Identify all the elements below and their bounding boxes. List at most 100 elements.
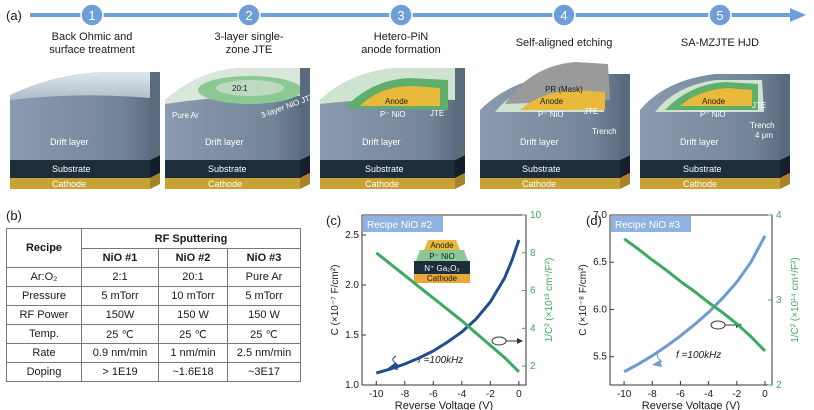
table-col-header: NiO #1 [81, 248, 159, 268]
inset-ga2o3-label: N⁺ Ga₂O₃ [424, 264, 459, 273]
panel-d-label: (d) [586, 213, 602, 228]
series-line-right [623, 237, 767, 353]
y-right-tick-label: 2 [776, 380, 782, 391]
trench-label-4: Trench [592, 127, 617, 136]
substrate-label-2: Substrate [208, 164, 247, 174]
panel-b-label: (b) [6, 208, 22, 223]
pnio-label-4: P⁻ NiO [538, 110, 564, 119]
cathode-label-5: Cathode [683, 179, 717, 189]
table-header-group: RF Sputtering [81, 228, 301, 249]
step-5-title: SA-MZJTE HJD [650, 37, 790, 50]
x-axis-label: Reverse Voltage (V) [642, 400, 740, 410]
table-cell: 0.9 nm/min [81, 343, 159, 363]
step-2-number: 2 [245, 8, 252, 23]
y-right-tick-label: 8 [530, 248, 536, 259]
table-cell: 150 W [158, 305, 228, 325]
y-right-tick-label: 4 [776, 210, 782, 221]
jte-label-3: JTE [430, 109, 444, 118]
table-cell: ~3E17 [227, 362, 301, 382]
cathode-label-4: Cathode [522, 179, 556, 189]
step-2-title: 3-layer single- zone JTE [179, 31, 319, 57]
device-step-1 [10, 72, 160, 189]
step-5-number: 5 [716, 8, 723, 23]
step-4-circle [552, 3, 576, 27]
substrate-label-3: Substrate [365, 164, 404, 174]
table-row: Ar:O₂ 2:1 20:1 Pure Ar [6, 267, 301, 287]
jte-label-5: JTE [752, 101, 766, 110]
chart-c-banner: Recipe NiO #2 [367, 220, 432, 231]
panel-a-label: (a) [6, 8, 22, 23]
y-left-axis-label: C (×10⁻⁸ F/cm²) [578, 264, 589, 335]
step-3-circle [389, 3, 413, 27]
table-cell: 25 ℃ [227, 324, 301, 344]
step-4-title-line1: Self-aligned etching [515, 37, 613, 49]
y-right-tick-label: 6 [530, 286, 536, 297]
x-tick-label: -6 [676, 389, 685, 400]
y-left-tick-label: 2.0 [345, 280, 359, 291]
table-cell: 10 mTorr [158, 286, 228, 306]
step-3-title: Hetero-PiN anode formation [331, 31, 471, 57]
step-1-number: 1 [88, 8, 95, 23]
table-cell: ~1.6E18 [158, 362, 228, 382]
step-5-title-line1: SA-MZJTE HJD [680, 37, 760, 49]
table-cell: 20:1 [158, 267, 228, 287]
y-right-tick-label: 2 [530, 361, 536, 372]
step-2-circle [237, 3, 261, 27]
chart-c-banner-bg [363, 216, 443, 232]
device-step-5 [640, 74, 790, 189]
table-row: Temp. 25 ℃ 25 ℃ 25 ℃ [6, 324, 301, 344]
y-left-tick-label: 7.0 [593, 210, 607, 221]
chart-c-right-arrowhead [517, 338, 523, 344]
step-1-title-line1: Back Ohmic and [51, 31, 133, 43]
x-tick-label: -4 [704, 389, 713, 400]
anode-label-4: Anode [540, 97, 564, 106]
y-left-tick-label: 6.0 [593, 304, 607, 315]
series-line-left [375, 239, 521, 375]
cathode-label-1: Cathode [52, 179, 86, 189]
inset-pnio-label: P⁻ NiO [429, 252, 455, 261]
pnio-label-3: P⁻ NiO [380, 110, 406, 119]
table-cell: 150W [81, 305, 159, 325]
drift-label-5: Drift layer [680, 137, 719, 147]
substrate-label-4: Substrate [522, 164, 561, 174]
drift-label-2: Drift layer [205, 137, 244, 147]
table-row-name: Rate [6, 343, 82, 363]
y-right-tick-label: 3 [776, 295, 782, 306]
table-cell: 5 mTorr [81, 286, 159, 306]
table-cell: 25 ℃ [81, 324, 159, 344]
panel-a-figure: 1 2 3 4 5 [10, 3, 806, 189]
step-1-title-line2: surface treatment [49, 44, 135, 56]
pnio-label-5: P⁻ NiO [700, 110, 726, 119]
inset-anode-label: Anode [430, 241, 454, 250]
substrate-label-1: Substrate [52, 164, 91, 174]
x-tick-label: -4 [457, 389, 466, 400]
x-tick-label: -6 [429, 389, 438, 400]
y-left-tick-label: 2.5 [345, 230, 359, 241]
x-tick-label: 0 [516, 389, 522, 400]
chart-d-left-arrowhead [652, 360, 662, 367]
table-col-header: NiO #2 [158, 248, 228, 268]
inset-cathode-label: Cathode [427, 274, 458, 283]
table-row: Pressure 5 mTorr 10 mTorr 5 mTorr [6, 286, 301, 306]
table-cell: 2:1 [81, 267, 159, 287]
chart-d-frequency: f =100kHz [676, 350, 721, 361]
y-left-tick-label: 5.5 [593, 352, 607, 363]
table-row-name: Pressure [6, 286, 82, 306]
table-cell: Pure Ar [227, 267, 301, 287]
table-cell: 1 nm/min [158, 343, 228, 363]
timeline-arrow [790, 8, 806, 22]
drift-label-3: Drift layer [362, 137, 401, 147]
recipe-table: Recipe RF Sputtering NiO #1 NiO #2 NiO #… [6, 228, 301, 382]
y-right-tick-label: 4 [530, 323, 536, 334]
trench-depth-label: 4 μm [755, 131, 773, 140]
x-tick-label: -8 [400, 389, 409, 400]
table-cell: > 1E19 [81, 362, 159, 382]
step-3-number: 3 [397, 8, 404, 23]
table-col-header: NiO #3 [227, 248, 301, 268]
chart-d-banner: Recipe NiO #3 [615, 220, 680, 231]
device-step-3 [320, 68, 465, 189]
pure-ar-label: Pure Ar [172, 111, 199, 120]
device-step-4 [480, 62, 630, 189]
step-2-title-line2: zone JTE [225, 44, 273, 56]
